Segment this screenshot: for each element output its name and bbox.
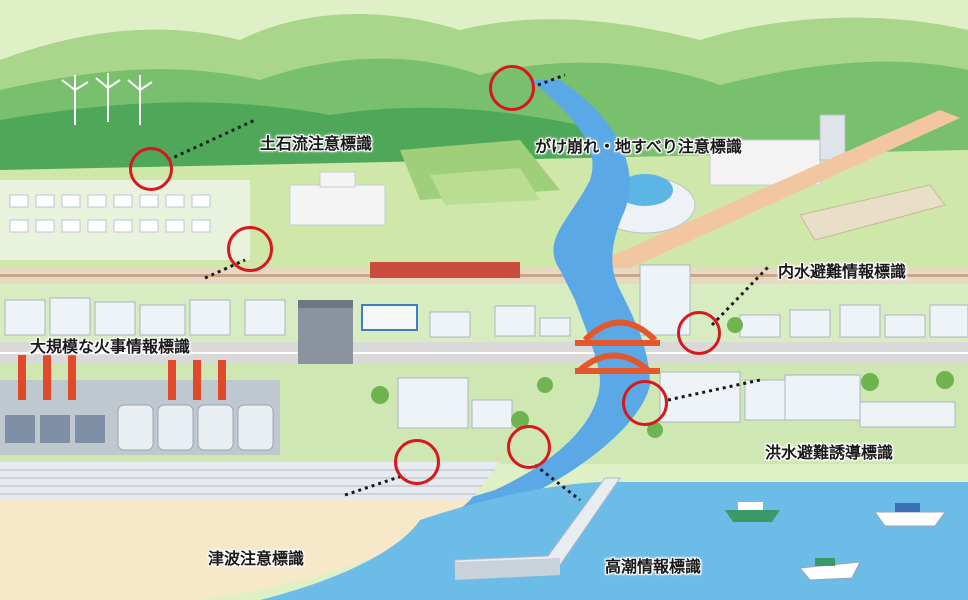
marker-tsunami-sign[interactable] bbox=[394, 439, 440, 485]
label-flood-evac: 洪水避難誘導標識 bbox=[765, 443, 894, 462]
marker-railway-sign[interactable] bbox=[227, 226, 273, 272]
label-landslide: がけ崩れ・地すべり注意標識 bbox=[535, 137, 742, 156]
marker-storm-surge-sign[interactable] bbox=[507, 425, 551, 469]
marker-inland-flood-sign[interactable] bbox=[677, 311, 721, 355]
label-storm-surge: 高潮情報標識 bbox=[605, 557, 702, 576]
label-inland-flood: 内水避難情報標識 bbox=[778, 262, 907, 281]
label-large-fire: 大規模な火事情報標識 bbox=[30, 337, 191, 356]
marker-flood-evac-sign[interactable] bbox=[622, 380, 668, 426]
marker-debris-flow-sign[interactable] bbox=[129, 147, 173, 191]
marker-landslide-sign[interactable] bbox=[489, 65, 535, 111]
label-tsunami: 津波注意標識 bbox=[208, 549, 305, 568]
label-debris-flow: 土石流注意標識 bbox=[260, 134, 373, 153]
